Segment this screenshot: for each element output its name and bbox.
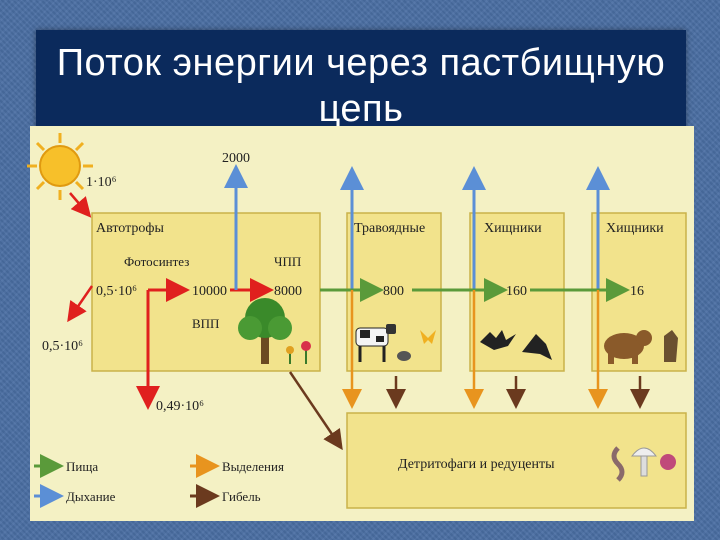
legend-excretion-label: Выделения (222, 459, 284, 474)
npp-value: 8000 (274, 284, 302, 299)
sun-input-value: 1·10⁶ (86, 175, 117, 190)
bear-icon (604, 330, 652, 364)
absorbed-value: 0,5·10⁶ (96, 284, 137, 299)
title-banner (36, 30, 686, 130)
gpp-value: 10000 (192, 284, 227, 299)
mushroom-icon (630, 447, 658, 477)
photosynthesis-label: Фотосинтез (124, 254, 189, 269)
tree-icon (238, 298, 292, 364)
legend-food-label: Пища (66, 459, 98, 474)
fungus-icon (660, 454, 676, 470)
predators2-value: 16 (630, 284, 644, 299)
predators2-title: Хищники (606, 221, 664, 236)
reflected-value: 0,5·10⁶ (42, 339, 83, 354)
butterfly-icon (420, 330, 436, 344)
cow-icon (355, 324, 396, 362)
sun-to-autotrophs-arrow (69, 192, 92, 218)
decomposers-title: Детритофаги и редуценты (398, 457, 555, 472)
herbivores-value: 800 (383, 284, 404, 299)
reflected-arrow (67, 285, 94, 323)
gpp-label: ВПП (192, 316, 219, 331)
legend-respiration-label: Дыхание (66, 489, 116, 504)
bird-icon (522, 334, 552, 360)
predators1-value: 160 (506, 284, 527, 299)
bat-icon (480, 330, 516, 350)
flower-icon (286, 341, 311, 364)
autotroph-death-arrow (288, 371, 343, 451)
sun-icon (27, 133, 93, 200)
npp-label: ЧПП (274, 254, 301, 269)
worm-icon (611, 446, 625, 482)
autotrophs-title: Автотрофы (96, 221, 164, 236)
decomposers-box (346, 412, 687, 509)
herbivores-title: Травоядные (354, 221, 425, 236)
not-used-value: 0,49·10⁶ (156, 399, 204, 414)
legend-death-label: Гибель (222, 489, 261, 504)
predators1-title: Хищники (484, 221, 542, 236)
mouse-icon (397, 351, 411, 361)
eagle-icon (664, 330, 678, 362)
legend: Пища Выделения Дыхание Гибель (34, 454, 284, 508)
autotrophs-box (91, 212, 321, 372)
slide-title: Поток энергии через пастбищную цепь (56, 42, 666, 130)
respiration-value: 2000 (222, 151, 250, 166)
